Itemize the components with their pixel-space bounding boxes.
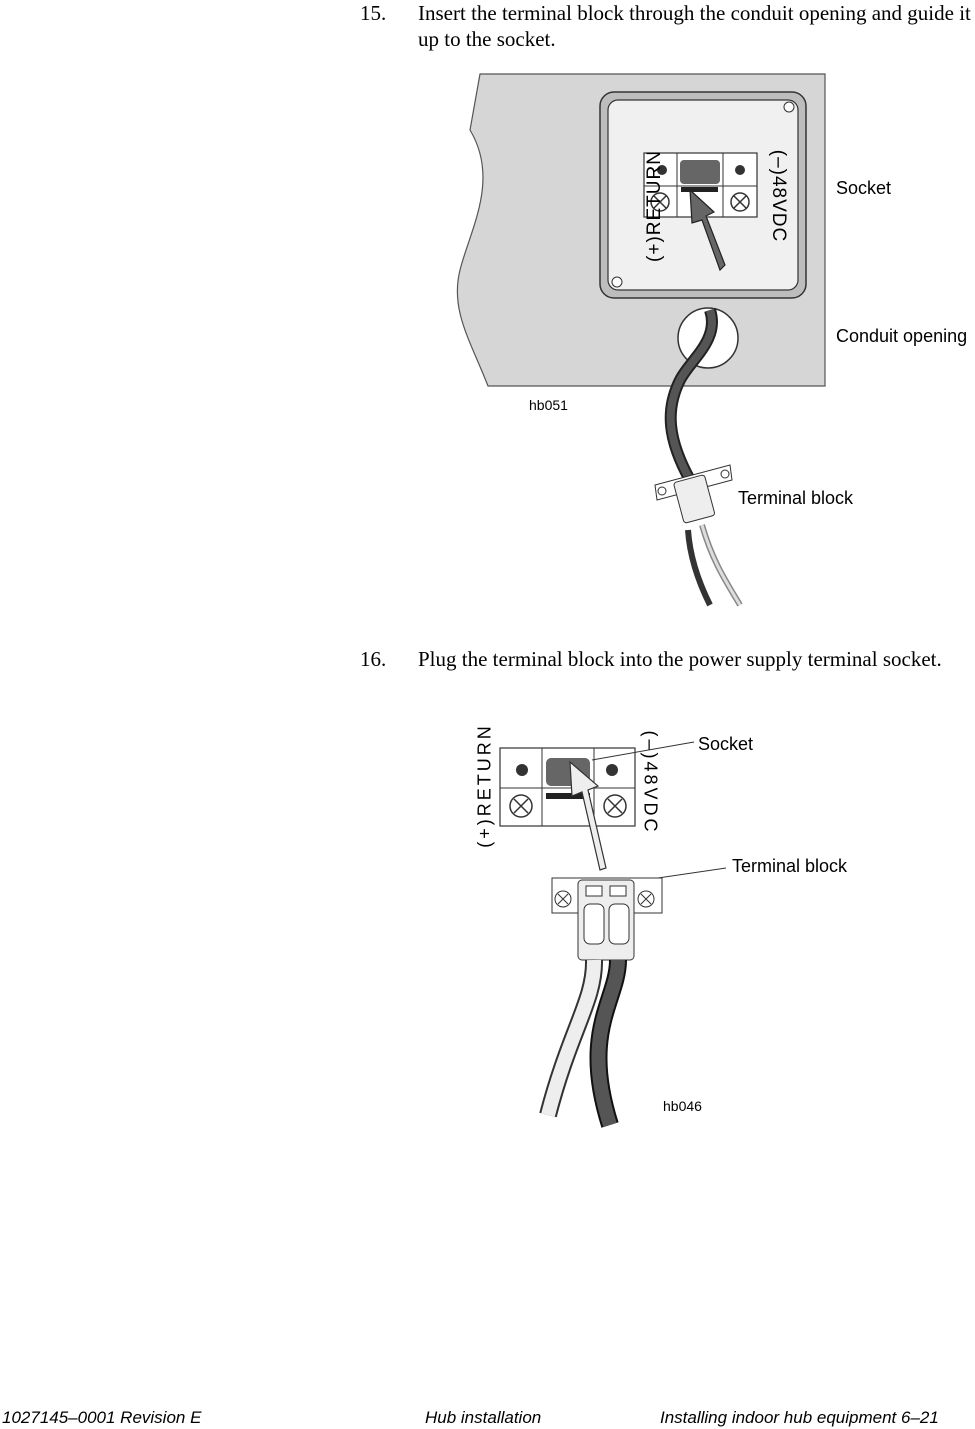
terminal-block	[654, 464, 733, 524]
socket-label-return: (+)RETURN	[474, 723, 495, 848]
terminal-block	[551, 877, 663, 961]
callout-socket: Socket	[698, 734, 754, 754]
footer-section: Hub installation	[425, 1408, 542, 1427]
step-number: 15.	[360, 1, 387, 25]
step-number: 16.	[360, 647, 387, 671]
callout-conduit-opening: Conduit opening	[836, 326, 968, 346]
figure-id: hb051	[529, 397, 568, 413]
figure-plug-illustration	[499, 741, 727, 1128]
figure-conduit-socket: (+)RETURN (–)48VDC Socket Conduit openin…	[440, 60, 975, 620]
step-text: Insert the terminal block through the co…	[418, 1, 971, 51]
plate-label-return: (+)RETURN	[644, 150, 665, 262]
figure-conduit-illustration	[456, 73, 826, 607]
callout-terminal-block: Terminal block	[738, 488, 854, 508]
step-text: Plug the terminal block into the power s…	[418, 647, 942, 671]
figure-plug-terminal: (+)RETURN (–)48VDC Socket Terminal block…	[460, 700, 880, 1140]
socket-label-48vdc: (–)48VDC	[640, 730, 661, 835]
footer-doc-number: 1027145–0001 Revision E	[2, 1408, 202, 1427]
callout-terminal-block: Terminal block	[732, 856, 848, 876]
plate-label-48vdc: (–)48VDC	[768, 149, 789, 243]
figure-id: hb046	[663, 1098, 702, 1114]
footer-chapter-page: Installing indoor hub equipment 6–21	[660, 1408, 939, 1427]
callout-socket: Socket	[836, 178, 892, 198]
